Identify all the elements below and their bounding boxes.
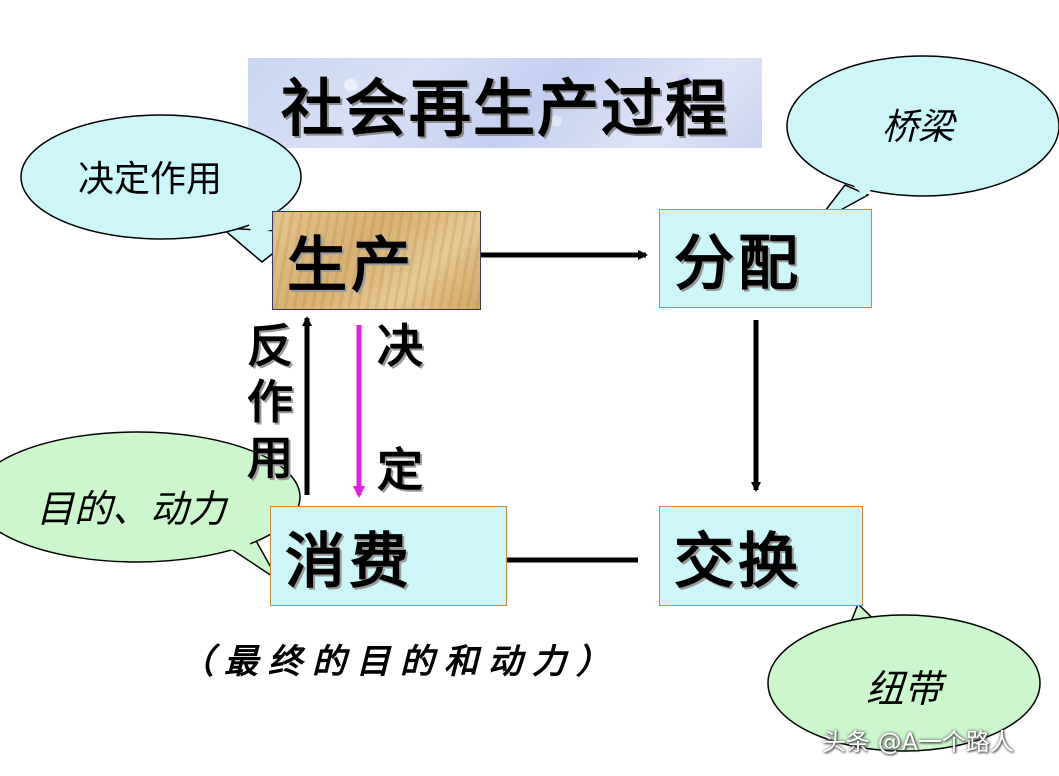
callout-distribution-text: 桥梁 — [882, 107, 955, 148]
title-text: 社会再生产过程 — [280, 72, 729, 145]
callout-bubble-distribution — [786, 55, 1059, 225]
edge-label-reaction: 反 作 用 — [242, 318, 298, 486]
watermark: 头条 @A一个路人 — [822, 728, 1015, 756]
node-consumption: 消费 — [270, 506, 507, 606]
node-exchange-label: 交换 — [674, 526, 802, 597]
callout-bubble-consumption — [0, 431, 301, 581]
edge-label-decides-char: 决 — [377, 319, 423, 373]
callout-production-text: 决定作用 — [78, 159, 223, 200]
edge-label-decides-1: 决 — [372, 318, 428, 374]
edge-label-decides-char: 定 — [377, 443, 423, 497]
edge-label-decides-2: 定 — [372, 442, 428, 498]
node-distribution: 分配 — [659, 209, 872, 308]
callout-exchange-text: 纽带 — [866, 667, 943, 711]
diagram-title: 社会再生产过程 — [248, 58, 762, 148]
node-production: 生产 — [272, 211, 481, 310]
callout-bubble-exchange — [767, 602, 1041, 752]
edge-label-reaction-char: 反 — [247, 319, 293, 373]
node-production-label: 生产 — [287, 231, 415, 301]
edge-label-reaction-char: 用 — [247, 431, 293, 485]
callout-consumption-text: 目的、动力 — [36, 487, 227, 531]
edge-label-reaction-char: 作 — [247, 375, 293, 429]
node-exchange: 交换 — [659, 506, 863, 606]
node-consumption-label: 消费 — [285, 526, 413, 597]
consumption-note: （最终的目的和动力） — [180, 642, 620, 682]
node-distribution-label: 分配 — [674, 229, 802, 299]
